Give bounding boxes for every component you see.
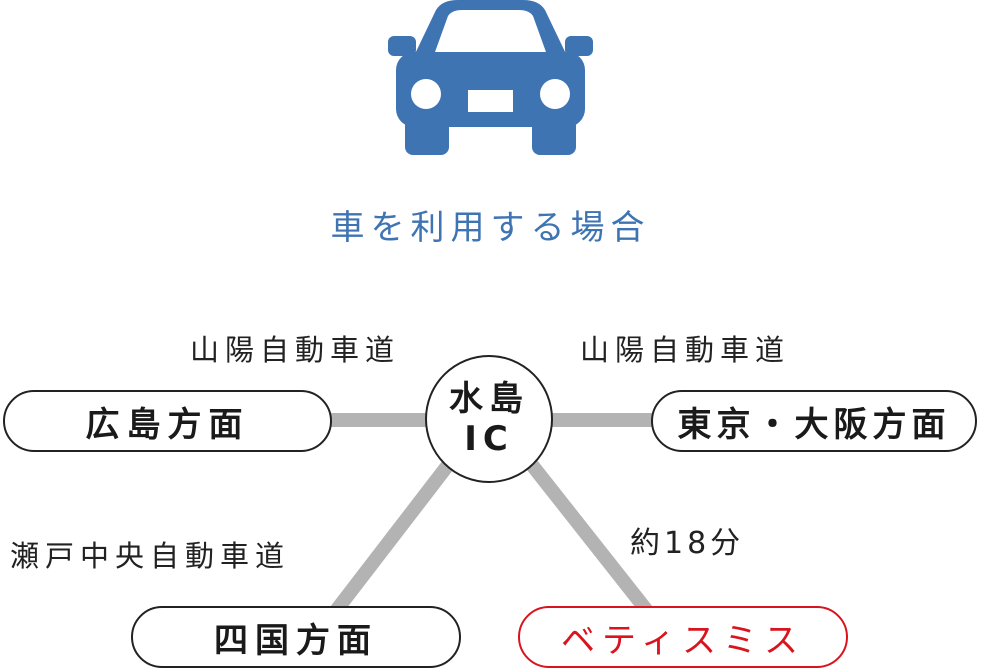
- road-label-sanyo-west: 山陽自動車道: [190, 333, 401, 367]
- destination-hiroshima: 広島方面: [3, 390, 332, 452]
- road-line-betty: [526, 460, 654, 617]
- road-label-setochuo: 瀬戸中央自動車道: [10, 539, 291, 573]
- interchange-code: IC: [464, 419, 514, 459]
- destination-shikoku: 四国方面: [131, 606, 461, 668]
- road-label-sanyo-east: 山陽自動車道: [580, 333, 791, 367]
- road-line-shikoku: [329, 460, 454, 617]
- travel-time-label: 約18分: [630, 526, 745, 561]
- interchange-name: 水島: [449, 379, 529, 419]
- interchange-mizushima-ic: 水島 IC: [425, 355, 553, 483]
- destination-betty-smith: ベティスミス: [518, 606, 848, 668]
- car-icon: [388, 0, 593, 155]
- page-title: 車を利用する場合: [330, 208, 651, 248]
- destination-tokyo-osaka: 東京・大阪方面: [651, 390, 977, 452]
